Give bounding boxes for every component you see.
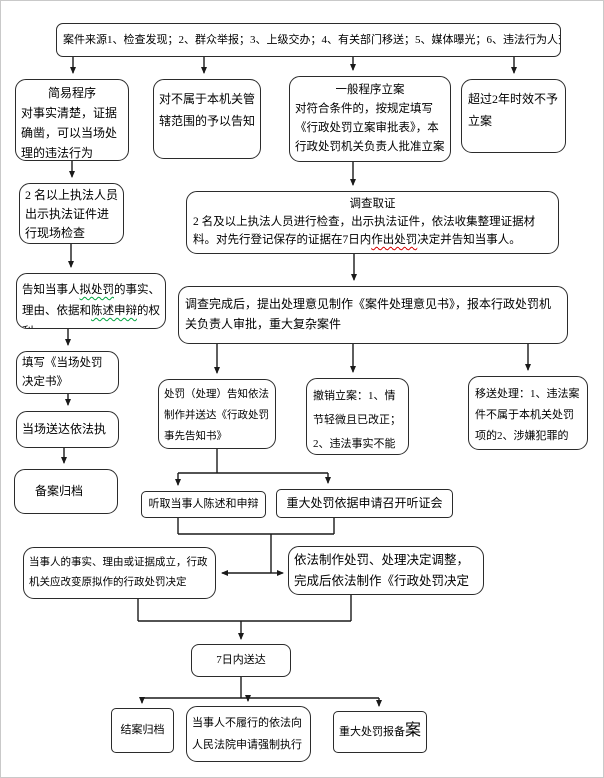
node-text: 对符合条件的，按规定填写《行政处罚立案审批表》，本行政处罚机关负责人批准立案 bbox=[295, 103, 445, 153]
node-revoke-filing: 撤销立案：1、情节轻微且已改正；2、违法事实不能成立的 bbox=[306, 378, 409, 455]
node-text: 2 名及以上执法人员进行检查，出示执法证件，依法收集整理证据材料。对先行登记保存… bbox=[193, 216, 536, 246]
node-processing-opinion: 调查完成后，提出处理意见制作《案件处理意见书》，报本行政处罚机关负责人审批，重大… bbox=[178, 286, 568, 344]
node-text-large: 案 bbox=[404, 722, 421, 739]
node-title: 简易程序 bbox=[47, 86, 96, 100]
node-deliver-7days: 7日内送达 bbox=[191, 644, 291, 677]
node-simple-procedure: 简易程序对事实清楚，证据确凿，可以当场处理的违法行为 bbox=[15, 79, 129, 161]
node-advance-notice: 处罚（处理）告知依法制作并送达《行政处罚事先告知书》 bbox=[158, 379, 276, 449]
node-transfer-case: 移送处理：1、违法案件不属于本机关处罚项的2、涉嫌犯罪的 bbox=[468, 376, 588, 450]
node-filing-archive: 备案归档 bbox=[14, 469, 118, 514]
node-hear-statement: 听取当事人陈述和申辩 bbox=[141, 491, 266, 518]
node-text: 的权利 bbox=[22, 305, 160, 328]
node-case-source: 案件来源1、检查发现；2、群众举报；3、上级交办；4、有关部门移送；5、媒体曝光… bbox=[56, 23, 561, 57]
node-title: 一般程序立案 bbox=[335, 84, 405, 96]
node-hearing-request: 重大处罚依据申请召开听证会 bbox=[276, 489, 453, 518]
node-text: 重大处罚报备 bbox=[338, 726, 405, 738]
node-text: 告知当事人 bbox=[22, 284, 80, 296]
node-make-decision: 依法制作处罚、处理决定调整，完成后依法制作《行政处罚决定书》 bbox=[288, 546, 484, 595]
node-court-enforcement: 当事人不履行的依法向人民法院申请强制执行 bbox=[186, 706, 311, 762]
node-overdue-no-filing: 超过2年时效不予立案 bbox=[461, 79, 566, 153]
node-text: 决定并告知当事人。 bbox=[417, 234, 521, 246]
node-investigation: 调查取证 2 名及以上执法人员进行检查，出示执法证件，依法收集整理证据材料。对先行… bbox=[186, 191, 559, 254]
node-text-redsquiggle: 作出处罚 bbox=[371, 234, 418, 246]
node-party-claims-valid: 当事人的事实、理由或证据成立，行政机关应改变原拟作的行政处罚决定 bbox=[23, 547, 216, 599]
node-text: 的事实、理由、依据和 bbox=[22, 284, 160, 317]
node-inform-party-rights: 告知当事人拟处罚的事实、理由、依据和陈述申辩的权利 bbox=[16, 273, 166, 329]
node-major-penalty-report: 重大处罚报备案 bbox=[333, 711, 427, 753]
node-fill-onsite-decision: 填写《当场处罚决定书》 bbox=[16, 351, 119, 394]
node-general-procedure: 一般程序立案对符合条件的，按规定填写《行政处罚立案审批表》，本行政处罚机关负责人… bbox=[289, 76, 451, 162]
node-text-greensquiggle: 拟处罚 bbox=[79, 284, 115, 296]
node-text-greensquiggle: 陈述申辩 bbox=[91, 305, 137, 317]
node-close-archive: 结案归档 bbox=[111, 708, 174, 753]
node-onsite-delivery: 当场送达依法执行 bbox=[16, 411, 119, 448]
node-not-jurisdiction: 对不属于本机关管辖范围的予以告知 bbox=[153, 79, 261, 159]
node-two-officers-inspection: 2 名以上执法人员出示执法证件进行现场检查 bbox=[19, 183, 124, 244]
node-text: 对事实清楚，证据确凿，可以当场处理的违法行为 bbox=[21, 106, 118, 160]
node-title: 调查取证 bbox=[349, 198, 396, 210]
